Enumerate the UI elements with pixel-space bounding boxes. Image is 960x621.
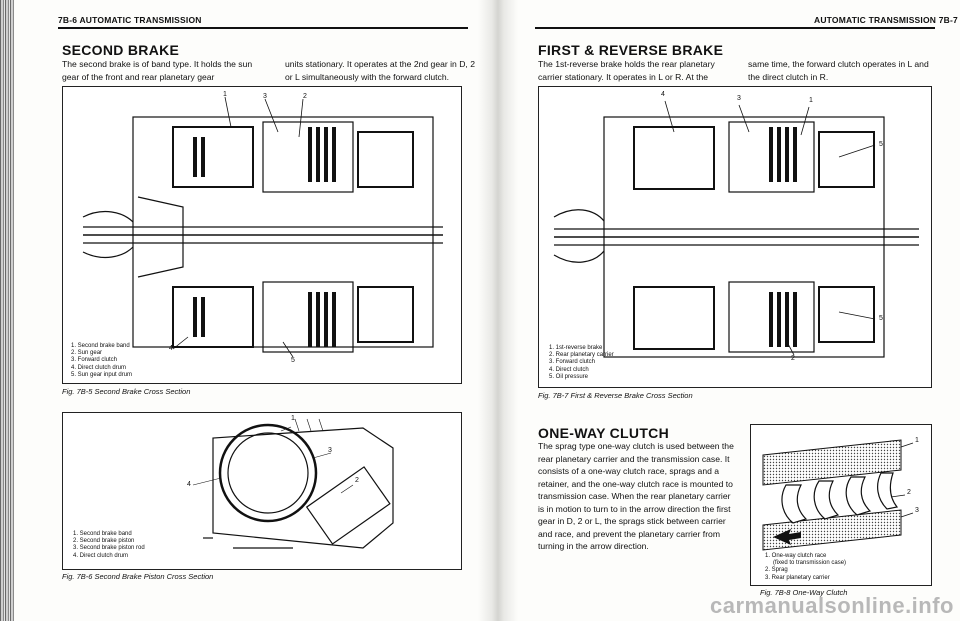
fig-7b5-legend: 1. Second brake band 2. Sun gear 3. Forw… (71, 343, 132, 379)
legend-item: 2. Sun gear (71, 350, 103, 357)
fig-7b7-callout-4: 4 (661, 91, 665, 98)
legend-item: 5. Oil pressure (549, 373, 589, 380)
fig-7b8-drawing (762, 439, 914, 551)
fig-7b8-callout-2: 2 (907, 489, 911, 496)
fig-7b6-legend: 1. Second brake band 2. Second brake pis… (73, 531, 145, 560)
first-reverse-paragraph-col2: same time, the forward clutch operates i… (748, 59, 929, 82)
fig-7b7-legend: 1. 1st-reverse brake 2. Rear planetary c… (549, 345, 614, 381)
fig-7b6-callout-1: 1 (291, 415, 295, 422)
legend-item: 3. Second brake piston rod (73, 545, 145, 552)
fig-7b5-callout-4: 4 (169, 345, 173, 352)
fig-7b5-callout-1: 1 (223, 91, 227, 98)
second-brake-paragraph-col2: units stationary. It operates at the 2nd… (285, 59, 475, 82)
fig-7b8-callout-3: 3 (915, 507, 919, 514)
left-header-rule (58, 27, 468, 29)
fig-7b5-callout-3: 3 (263, 93, 267, 100)
legend-item: 2. Second brake piston (73, 538, 135, 545)
legend-item: 5. Sun gear input drum (71, 371, 133, 378)
fig-7b8-callout-1: 1 (915, 437, 919, 444)
fig-7b6-callout-3: 3 (328, 447, 332, 454)
left-page-header: 7B-6 AUTOMATIC TRANSMISSION (58, 15, 202, 25)
center-gutter (478, 0, 518, 621)
one-way-clutch-title: ONE-WAY CLUTCH (538, 425, 669, 441)
fig-7b6-frame: 1 3 4 2 1. Second brake band 2. Second b… (62, 412, 462, 570)
fig-7b5-caption: Fig. 7B-5 Second Brake Cross Section (62, 387, 191, 396)
legend-item: 2. Rear planetary carrier (549, 352, 614, 359)
legend-item: 1. One-way clutch race (765, 553, 827, 559)
legend-item: 3. Rear planetary carrier (765, 574, 830, 581)
legend-item: 2. Sprag (765, 567, 788, 574)
fig-7b7-callout-2: 2 (791, 355, 795, 362)
fig-7b7-callout-3: 3 (737, 95, 741, 102)
first-reverse-brake-title: FIRST & REVERSE BRAKE (538, 42, 724, 58)
fig-7b8-legend: 1. One-way clutch race (fixed to transmi… (765, 553, 846, 582)
fig-7b6-callout-2: 2 (355, 477, 359, 484)
fig-7b8-caption: Fig. 7B-8 One-Way Clutch (760, 588, 848, 597)
right-header-rule (535, 27, 935, 29)
legend-item: 1. Second brake band (71, 343, 130, 349)
fig-7b7-drawing (553, 100, 919, 358)
fig-7b5-frame: 1 3 2 4 5 1. Second brake band 2. Sun ge… (62, 86, 462, 384)
fig-7b8-frame: 1 2 3 1. One-way clutch race (fixed to t… (750, 424, 932, 586)
fig-7b7-caption: Fig. 7B-7 First & Reverse Brake Cross Se… (538, 391, 693, 400)
legend-item: 4. Direct clutch drum (73, 552, 129, 559)
fig-7b7-callout-5-bottom: 5 (879, 315, 883, 322)
fig-7b5-callout-5: 5 (291, 357, 295, 364)
legend-item: 3. Forward clutch (71, 357, 118, 364)
legend-item: 1. Second brake band (73, 531, 132, 537)
watermark: carmanualsonline.info (710, 593, 954, 618)
fig-7b5-drawing (82, 96, 443, 358)
fig-7b7-frame: 4 3 1 5 5 2 1. 1st-reverse brake 2. Rear… (538, 86, 932, 388)
fig-7b5-callout-2: 2 (303, 93, 307, 100)
first-reverse-paragraph-col1: The 1st-reverse brake holds the rear pla… (538, 59, 715, 82)
fig-7b7-callout-5-top: 5 (879, 141, 883, 148)
second-brake-title: SECOND BRAKE (62, 42, 180, 58)
legend-item: (fixed to transmission case) (773, 560, 847, 567)
fig-7b7-callout-1: 1 (809, 97, 813, 104)
legend-item: 4. Direct clutch (549, 366, 589, 373)
one-way-clutch-paragraph: The sprag type one-way clutch is used be… (538, 441, 734, 551)
second-brake-paragraph-col1: The second brake is of band type. It hol… (62, 59, 253, 82)
page-binding-shadow (0, 0, 14, 621)
legend-item: 3. Forward clutch (549, 359, 596, 366)
right-page-header: AUTOMATIC TRANSMISSION 7B-7 (814, 15, 958, 25)
legend-item: 1. 1st-reverse brake (549, 345, 603, 351)
fig-7b6-drawing (192, 418, 394, 549)
fig-7b6-caption: Fig. 7B-6 Second Brake Piston Cross Sect… (62, 572, 214, 581)
fig-7b6-callout-4: 4 (187, 481, 191, 488)
legend-item: 4. Direct clutch drum (71, 364, 127, 371)
